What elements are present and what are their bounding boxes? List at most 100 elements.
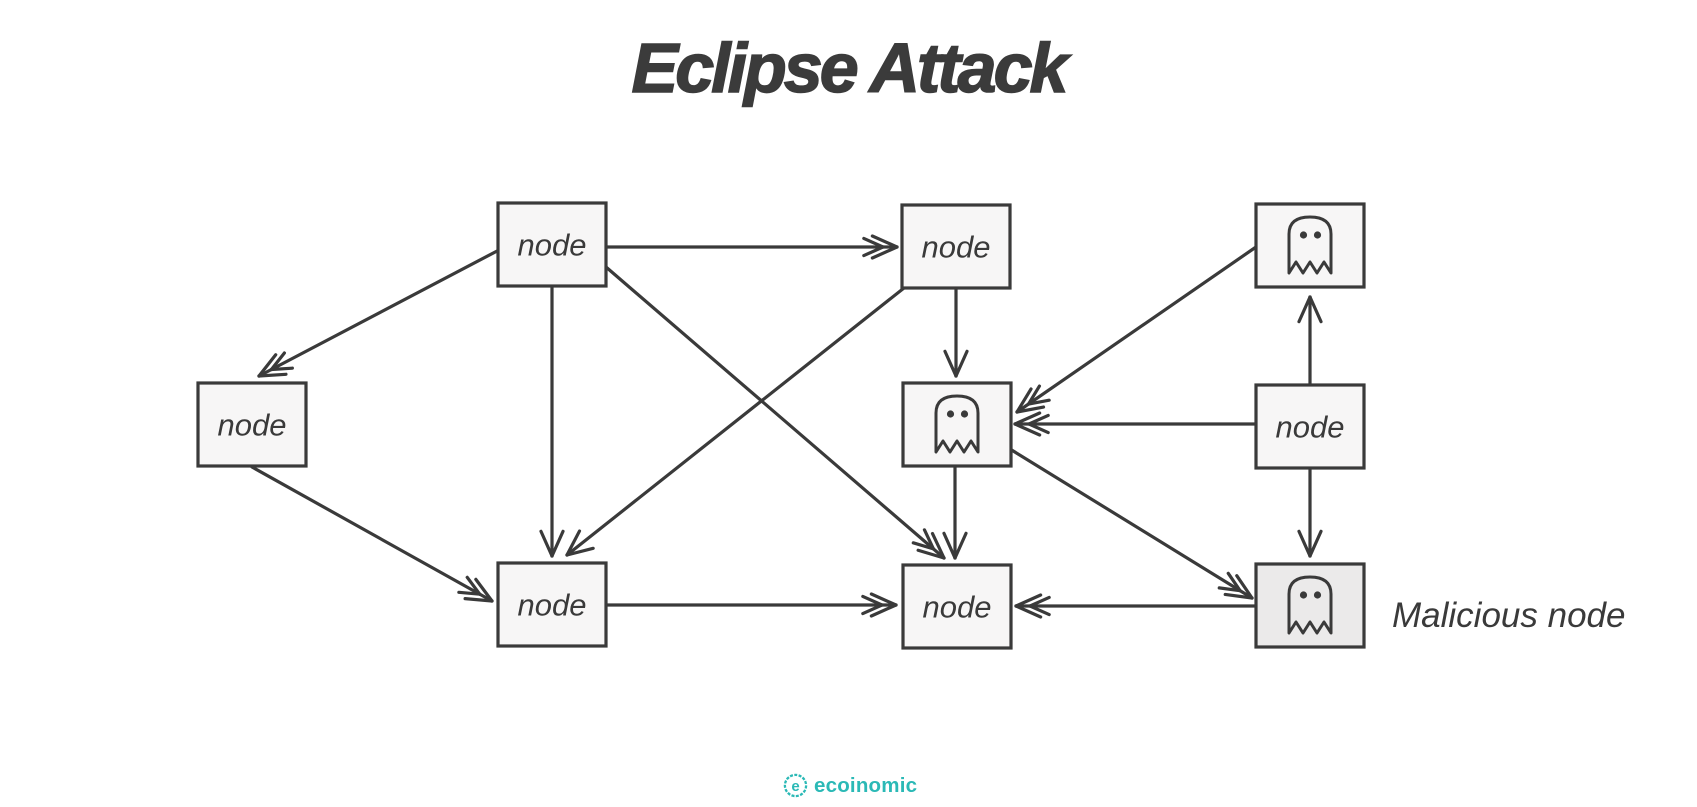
arrowhead	[943, 349, 958, 378]
arrowhead	[269, 351, 286, 372]
arrowhead	[1026, 398, 1051, 406]
arrowhead	[1297, 529, 1312, 558]
node-rect	[1254, 383, 1366, 470]
arrowhead	[269, 366, 294, 372]
edge-arrow	[565, 286, 906, 557]
edge-arrow	[604, 265, 946, 560]
edge-arrow	[604, 234, 899, 260]
node-rect	[496, 201, 608, 288]
node-rect	[1254, 562, 1366, 649]
arrowhead	[861, 603, 884, 616]
node-box: node	[196, 381, 308, 468]
ghost-eye	[1313, 591, 1322, 599]
arrowhead	[1308, 295, 1323, 324]
ghost-eye	[1313, 231, 1322, 239]
ghost-outline	[934, 394, 980, 454]
edge-arrow	[1013, 411, 1258, 437]
ghost-node-box	[901, 381, 1013, 468]
arrowhead	[869, 592, 898, 607]
edge-line	[565, 286, 906, 557]
node-rect	[901, 563, 1013, 650]
arrowhead	[922, 528, 935, 551]
ecoinomic-logo-icon: e	[783, 773, 808, 798]
arrowhead	[1015, 387, 1033, 414]
edge-arrow	[1297, 463, 1323, 558]
node-box: node	[1254, 383, 1366, 470]
arrowhead	[474, 577, 494, 603]
node-label: node	[518, 228, 587, 263]
node-label: node	[922, 230, 991, 265]
ecoinomic-logo: e ecoinomic	[782, 772, 917, 799]
arrowhead	[1217, 586, 1242, 593]
edge-arrow	[943, 286, 969, 378]
arrowhead	[1235, 574, 1254, 600]
ghost-eye	[960, 410, 969, 418]
malicious-node-box	[1254, 562, 1366, 649]
ghost-icon	[1287, 215, 1333, 275]
edge-arrow	[1015, 245, 1258, 414]
arrowhead	[870, 234, 899, 249]
node-label: node	[518, 588, 587, 623]
arrowhead	[257, 353, 278, 378]
node-box: node	[496, 201, 608, 288]
edge-arrow	[1297, 295, 1323, 386]
ghost-icon	[934, 394, 980, 454]
arrowhead	[1027, 422, 1050, 435]
arrowhead	[869, 603, 898, 618]
edge-arrow	[250, 465, 494, 603]
ghost-eye	[946, 410, 955, 418]
edge-arrow	[1008, 447, 1254, 600]
arrowhead	[953, 531, 968, 560]
ecoinomic-logo-text: ecoinomic	[814, 773, 918, 797]
arrowhead	[1014, 593, 1043, 608]
arrowhead	[1026, 384, 1042, 406]
arrowhead	[539, 529, 554, 558]
arrowhead	[1015, 405, 1046, 414]
ghost-node-box	[1254, 202, 1366, 289]
arrowhead	[930, 531, 946, 560]
arrowhead	[916, 548, 946, 560]
edge-line	[1008, 447, 1254, 600]
arrowhead	[862, 245, 885, 258]
edge-arrow	[257, 248, 501, 378]
arrowhead	[861, 594, 884, 607]
ghost-eye	[1299, 591, 1308, 599]
arrowhead	[1308, 529, 1323, 558]
node-label: node	[1276, 410, 1345, 445]
malicious-node-label: Malicious node	[1392, 596, 1626, 635]
edge-arrow	[539, 284, 565, 558]
ghost-outline	[1287, 215, 1333, 275]
edge-arrow	[942, 465, 968, 560]
arrowhead	[862, 236, 885, 249]
arrowhead	[1297, 295, 1312, 324]
node-box: node	[901, 563, 1013, 650]
node-box: node	[900, 203, 1012, 290]
edge-line	[1015, 245, 1258, 414]
arrowhead	[1028, 595, 1051, 608]
page-title: Eclipse Attack	[631, 28, 1069, 108]
node-rect	[1254, 202, 1366, 289]
node-rect	[496, 561, 608, 648]
arrowhead	[457, 590, 482, 596]
edge-line	[604, 265, 946, 560]
ghost-outline	[1287, 575, 1333, 635]
arrowhead	[954, 349, 969, 378]
arrowhead	[1226, 571, 1242, 593]
node-label: node	[218, 408, 287, 443]
arrowhead	[1014, 604, 1043, 619]
arrowhead	[1013, 411, 1042, 426]
arrowhead	[1028, 604, 1051, 617]
edge-line	[250, 465, 494, 603]
arrowhead	[463, 596, 494, 603]
arrowhead	[942, 531, 957, 560]
arrowhead	[870, 245, 899, 260]
arrowhead	[1027, 413, 1050, 426]
arrowhead	[565, 546, 595, 557]
arrowhead	[911, 541, 935, 551]
arrowhead	[550, 529, 565, 558]
arrowhead	[465, 575, 482, 596]
edge-arrow	[1014, 593, 1258, 619]
arrowhead	[1013, 422, 1042, 437]
